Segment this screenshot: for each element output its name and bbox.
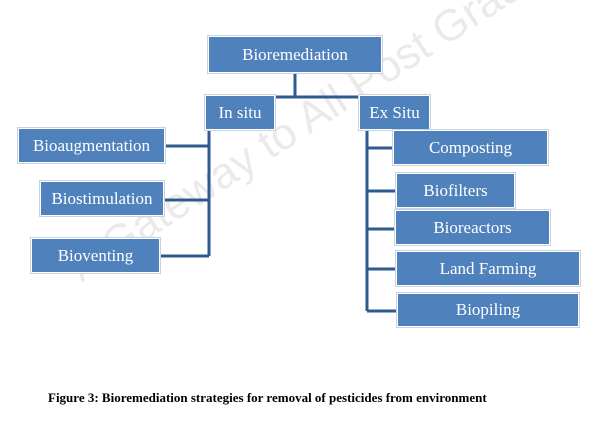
- node-land-farming: Land Farming: [396, 251, 580, 286]
- node-bioaugmentation: Bioaugmentation: [18, 128, 165, 163]
- node-biostimulation: Biostimulation: [40, 181, 164, 216]
- root-connector: [236, 73, 397, 99]
- node-biopiling: Biopiling: [397, 293, 579, 327]
- node-bioreactors: Bioreactors: [395, 210, 550, 245]
- node-composting: Composting: [393, 130, 548, 165]
- in-situ-connector: [160, 130, 211, 258]
- figure-caption: Figure 3: Bioremediation strategies for …: [48, 390, 487, 405]
- node-biofilters: Biofilters: [396, 173, 515, 208]
- node-bioventing: Bioventing: [31, 238, 160, 273]
- node-in-situ: In situ: [205, 95, 275, 130]
- ex-situ-connector: [365, 130, 397, 313]
- node-ex-situ: Ex Situ: [359, 95, 430, 130]
- node-root: Bioremediation: [208, 36, 382, 73]
